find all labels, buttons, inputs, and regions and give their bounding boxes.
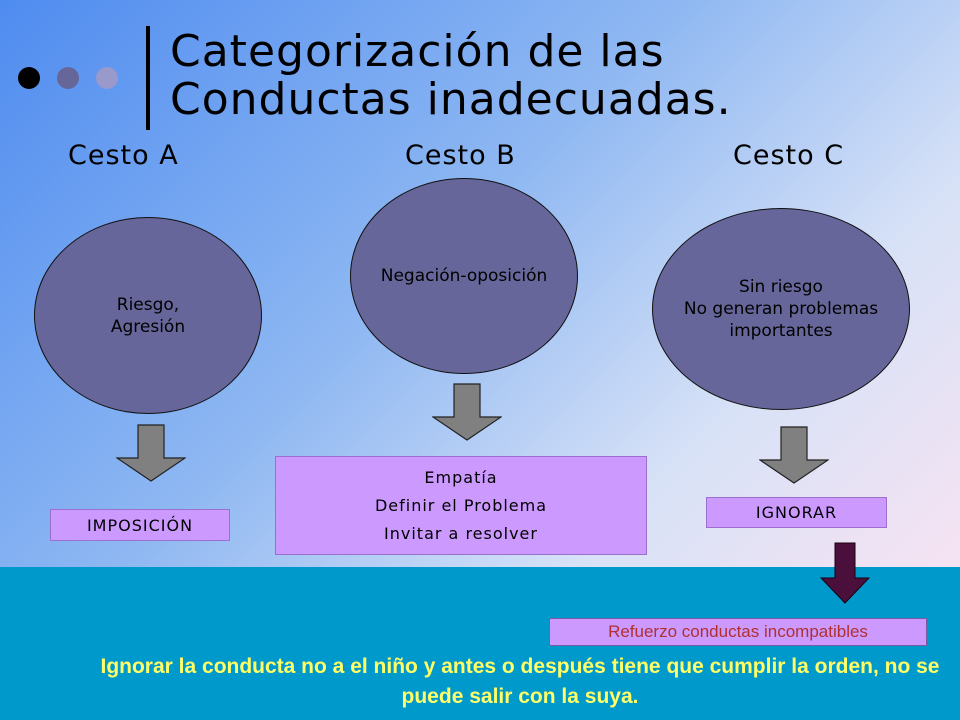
basket-b-label: Cesto B	[405, 140, 516, 171]
basket-b-circle-text: Negación-oposición	[380, 266, 548, 286]
slide-title: Categorización de las Conductas inadecua…	[170, 28, 732, 124]
basket-b-result: Empatía Definir el Problema Invitar a re…	[275, 456, 647, 555]
basket-c-label: Cesto C	[733, 140, 845, 171]
title-divider	[146, 26, 150, 130]
decor-dot-black	[18, 67, 40, 89]
title-line-2: Conductas inadecuadas.	[170, 74, 732, 125]
basket-c-circle: Sin riesgo No generan problemas importan…	[652, 208, 910, 410]
title-line-1: Categorización de las	[170, 26, 665, 77]
down-arrow-icon-c	[759, 426, 829, 484]
basket-b-result-line-2: Definir el Problema	[374, 495, 548, 515]
down-arrow-icon-a	[116, 424, 186, 482]
down-arrow-icon-b	[432, 383, 502, 441]
refuerzo-box: Refuerzo conductas incompatibles	[549, 618, 927, 646]
basket-a-result: IMPOSICIÓN	[50, 509, 230, 541]
basket-a-circle: Riesgo, Agresión	[34, 217, 262, 414]
basket-b-result-line-1: Empatía	[424, 467, 498, 487]
decor-dot-lavender	[96, 67, 118, 89]
basket-b-result-line-3: Invitar a resolver	[384, 524, 538, 544]
basket-a-circle-text: Riesgo, Agresión	[110, 294, 186, 337]
down-arrow-icon-dark	[820, 542, 870, 604]
basket-c-circle-text: Sin riesgo No generan problemas importan…	[683, 277, 879, 341]
basket-c-result: IGNORAR	[706, 497, 887, 528]
basket-a-result-text: IMPOSICIÓN	[86, 515, 194, 535]
footer-note: Ignorar la conducta no a el niño y antes…	[100, 655, 940, 708]
decor-dot-purple	[57, 67, 79, 89]
basket-a-label: Cesto A	[68, 140, 179, 171]
basket-b-circle: Negación-oposición	[350, 178, 578, 374]
basket-c-result-text: IGNORAR	[755, 503, 838, 522]
